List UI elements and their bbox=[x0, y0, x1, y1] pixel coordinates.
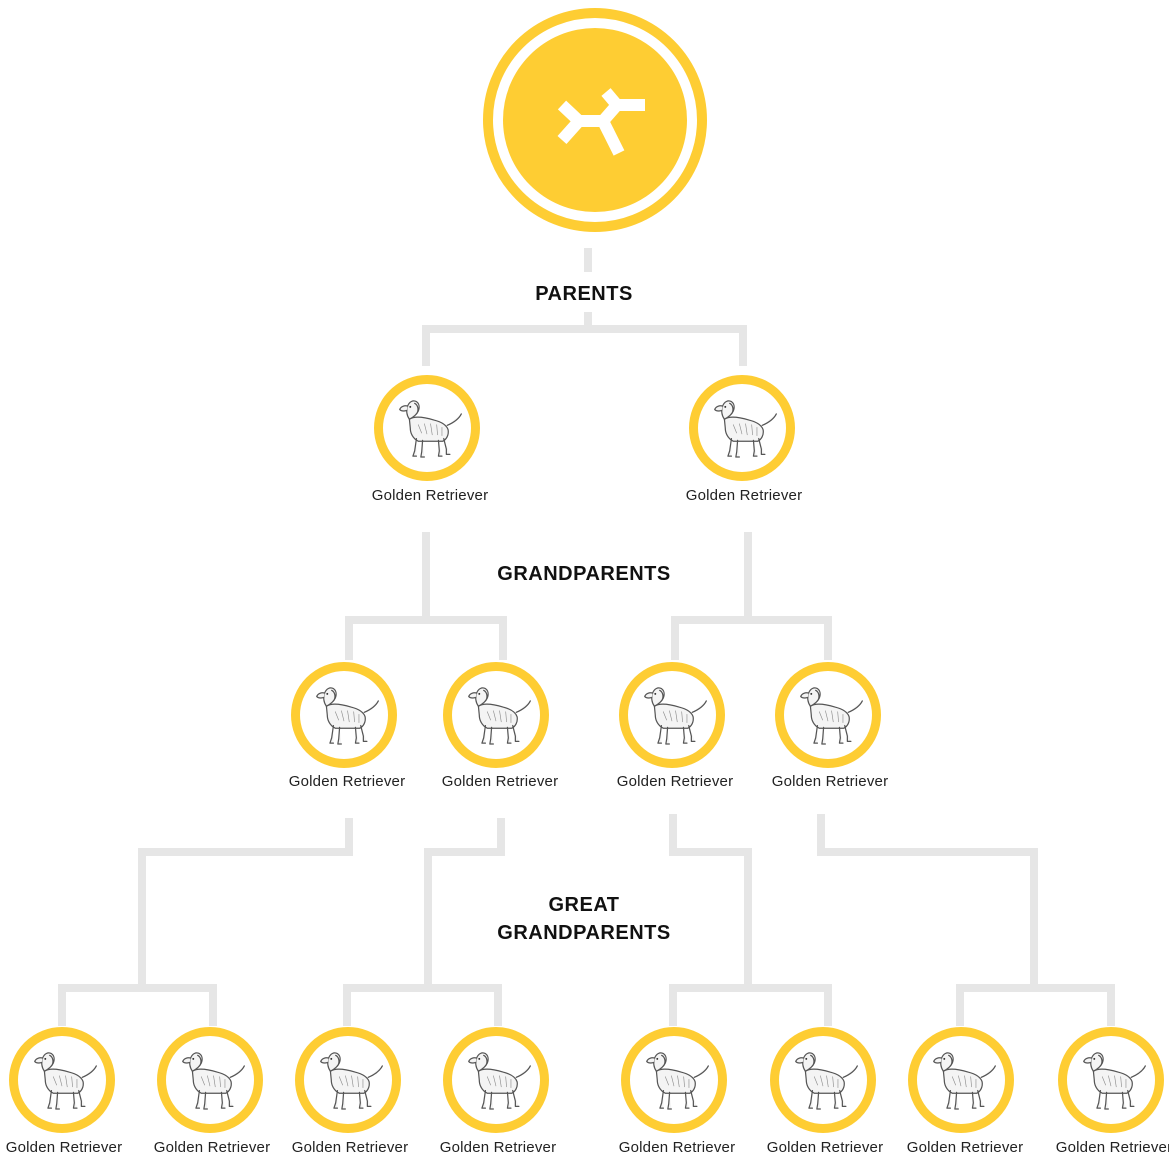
breed-mix-logo-icon bbox=[483, 8, 707, 232]
parents-label: PARENTS bbox=[535, 283, 633, 305]
great-grandparent-breed-label: Golden Retriever bbox=[291, 1139, 409, 1156]
golden-retriever-icon bbox=[933, 1052, 996, 1110]
great-grandparent-dog-avatar[interactable] bbox=[443, 1027, 549, 1133]
great-grandparent-dog-avatar[interactable] bbox=[295, 1027, 401, 1133]
grandparent-dog-avatar[interactable] bbox=[775, 662, 881, 768]
grandparent-breed-label: Golden Retriever bbox=[771, 773, 889, 790]
great-grandparent-dog-avatar[interactable] bbox=[621, 1027, 727, 1133]
parent-dog-avatar[interactable] bbox=[689, 375, 795, 481]
parent-dog-avatar[interactable] bbox=[374, 375, 480, 481]
great-grandparents-label: GREAT GRANDPARENTS bbox=[434, 891, 734, 947]
great-grandparent-breed-label: Golden Retriever bbox=[439, 1139, 557, 1156]
grandparent-breed-label: Golden Retriever bbox=[616, 773, 734, 790]
great-grandparent-breed-label: Golden Retriever bbox=[1055, 1139, 1169, 1156]
great-grandparent-dog-avatar[interactable] bbox=[1058, 1027, 1164, 1133]
great-grandparent-breed-label: Golden Retriever bbox=[5, 1139, 123, 1156]
great-grandparent-dog-avatar[interactable] bbox=[9, 1027, 115, 1133]
golden-retriever-icon bbox=[320, 1052, 383, 1110]
golden-retriever-icon bbox=[182, 1052, 245, 1110]
golden-retriever-icon bbox=[316, 687, 379, 745]
golden-retriever-icon bbox=[714, 400, 777, 458]
golden-retriever-icon bbox=[468, 1052, 531, 1110]
parent-breed-label: Golden Retriever bbox=[371, 487, 489, 504]
great-grandparent-breed-label: Golden Retriever bbox=[766, 1139, 884, 1156]
great-grandparent-breed-label: Golden Retriever bbox=[153, 1139, 271, 1156]
grandparent-breed-label: Golden Retriever bbox=[441, 773, 559, 790]
grandparent-breed-label: Golden Retriever bbox=[288, 773, 406, 790]
great-grandparents-label-line2: GRANDPARENTS bbox=[497, 922, 671, 944]
great-grandparent-breed-label: Golden Retriever bbox=[618, 1139, 736, 1156]
grandparents-label: GRANDPARENTS bbox=[497, 563, 671, 585]
great-grandparent-dog-avatar[interactable] bbox=[908, 1027, 1014, 1133]
golden-retriever-icon bbox=[468, 687, 531, 745]
golden-retriever-icon bbox=[644, 687, 707, 745]
golden-retriever-icon bbox=[34, 1052, 97, 1110]
grandparent-dog-avatar[interactable] bbox=[443, 662, 549, 768]
golden-retriever-icon bbox=[800, 687, 863, 745]
golden-retriever-icon bbox=[646, 1052, 709, 1110]
great-grandparents-label-line1: GREAT bbox=[548, 894, 620, 916]
great-grandparent-dog-avatar[interactable] bbox=[157, 1027, 263, 1133]
parent-breed-label: Golden Retriever bbox=[685, 487, 803, 504]
grandparent-dog-avatar[interactable] bbox=[291, 662, 397, 768]
golden-retriever-icon bbox=[795, 1052, 858, 1110]
golden-retriever-icon bbox=[399, 400, 462, 458]
golden-retriever-icon bbox=[1083, 1052, 1146, 1110]
grandparent-dog-avatar[interactable] bbox=[619, 662, 725, 768]
great-grandparent-dog-avatar[interactable] bbox=[770, 1027, 876, 1133]
great-grandparent-breed-label: Golden Retriever bbox=[906, 1139, 1024, 1156]
root-dog-badge bbox=[483, 8, 707, 232]
